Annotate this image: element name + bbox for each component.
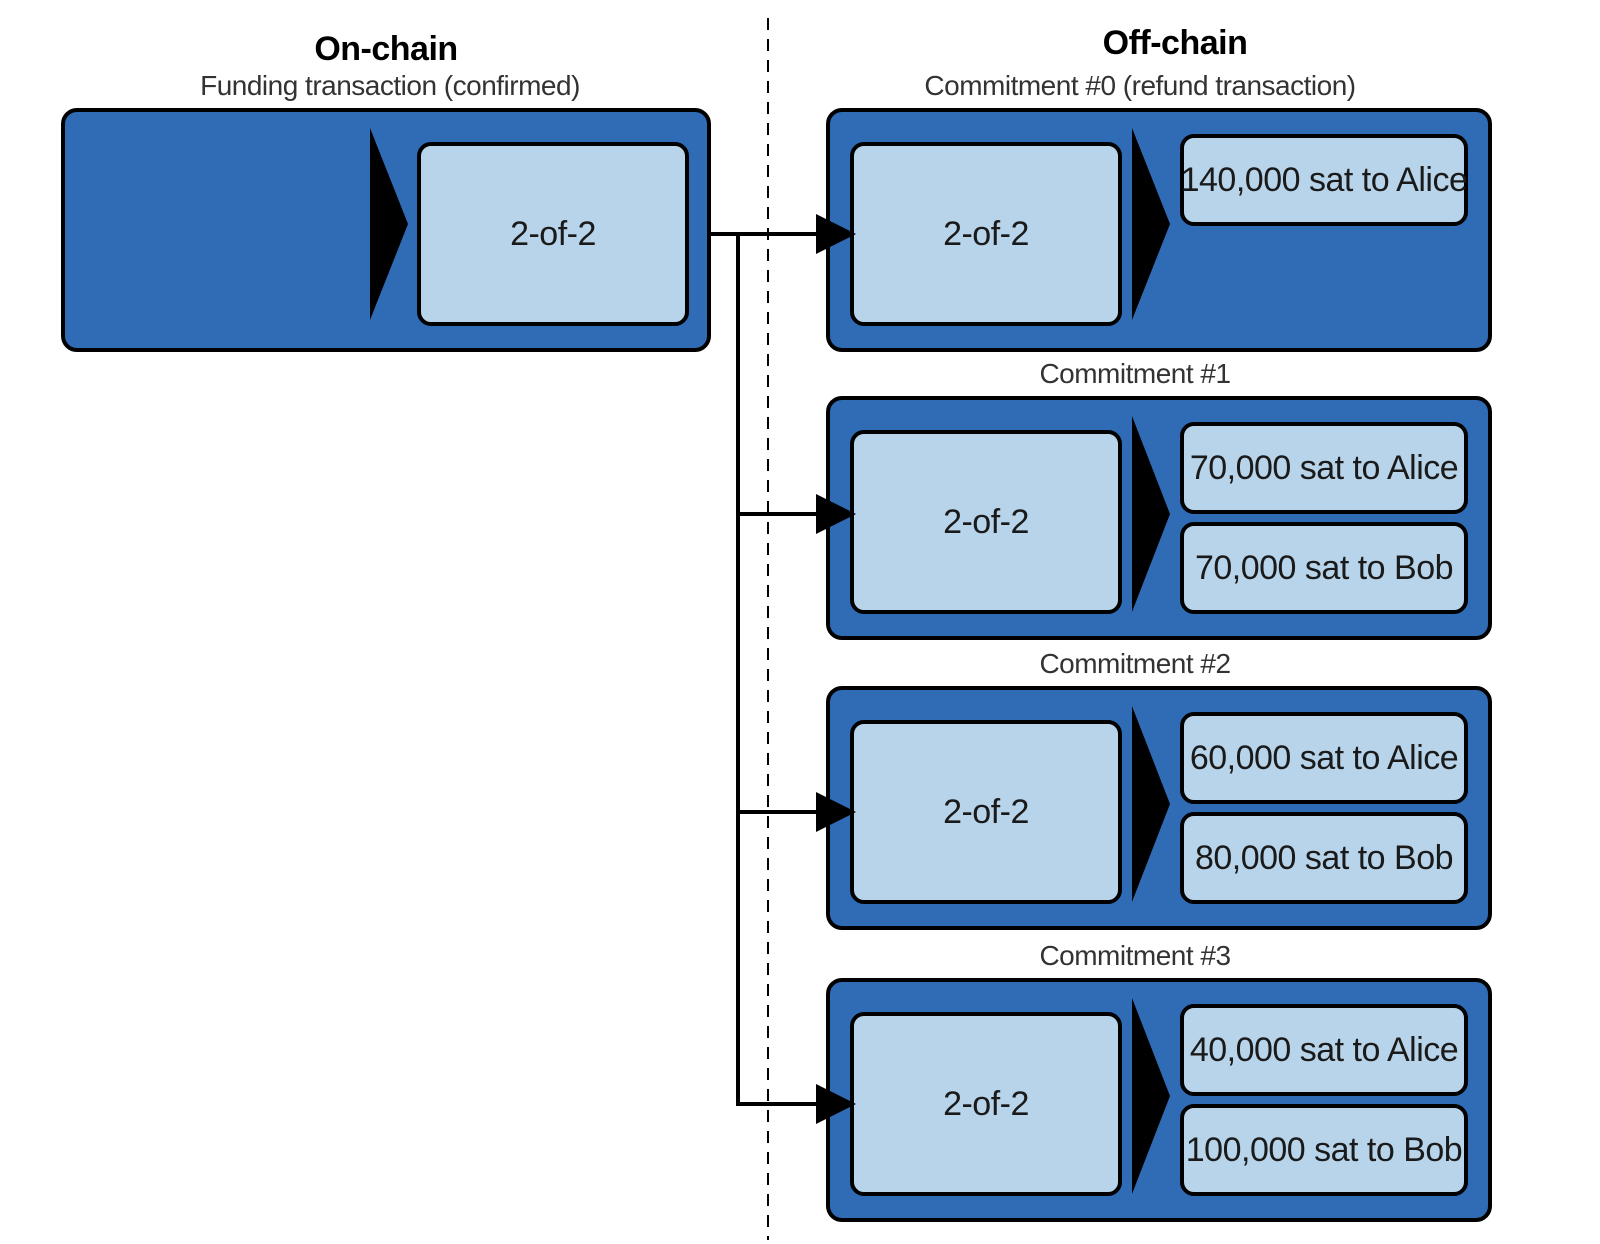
commitment-2-output-bob: 80,000 sat to Bob	[1180, 812, 1468, 904]
commitment-0-input-2of2: 2-of-2	[850, 142, 1122, 326]
commitment-1-input-2of2: 2-of-2	[850, 430, 1122, 614]
commitment-3-output-alice: 40,000 sat to Alice	[1180, 1004, 1468, 1096]
black-triangle-icon	[1132, 416, 1170, 612]
black-triangle-icon	[370, 128, 408, 320]
off-chain-heading: Off-chain	[1102, 24, 1248, 62]
funding-output-2of2: 2-of-2	[417, 142, 689, 326]
commitment-0-label: Commitment #0 (refund transaction)	[924, 70, 1356, 101]
commitment-2-label: Commitment #2	[1039, 648, 1231, 679]
black-triangle-icon	[1132, 706, 1170, 902]
black-triangle-icon	[1132, 128, 1170, 320]
commitment-3-output-bob: 100,000 sat to Bob	[1180, 1104, 1468, 1196]
commitment-1-output-bob: 70,000 sat to Bob	[1180, 522, 1468, 614]
commitment-1-output-alice: 70,000 sat to Alice	[1180, 422, 1468, 514]
funding-transaction-label: Funding transaction (confirmed)	[200, 70, 580, 101]
on-chain-heading: On-chain	[314, 30, 458, 68]
commitment-3-label: Commitment #3	[1039, 940, 1231, 971]
commitment-2-output-alice: 60,000 sat to Alice	[1180, 712, 1468, 804]
commitment-0-output-alice: 140,000 sat to Alice	[1180, 134, 1468, 226]
commitment-1-label: Commitment #1	[1039, 358, 1231, 389]
black-triangle-icon	[1132, 998, 1170, 1194]
commitment-3-input-2of2: 2-of-2	[850, 1012, 1122, 1196]
